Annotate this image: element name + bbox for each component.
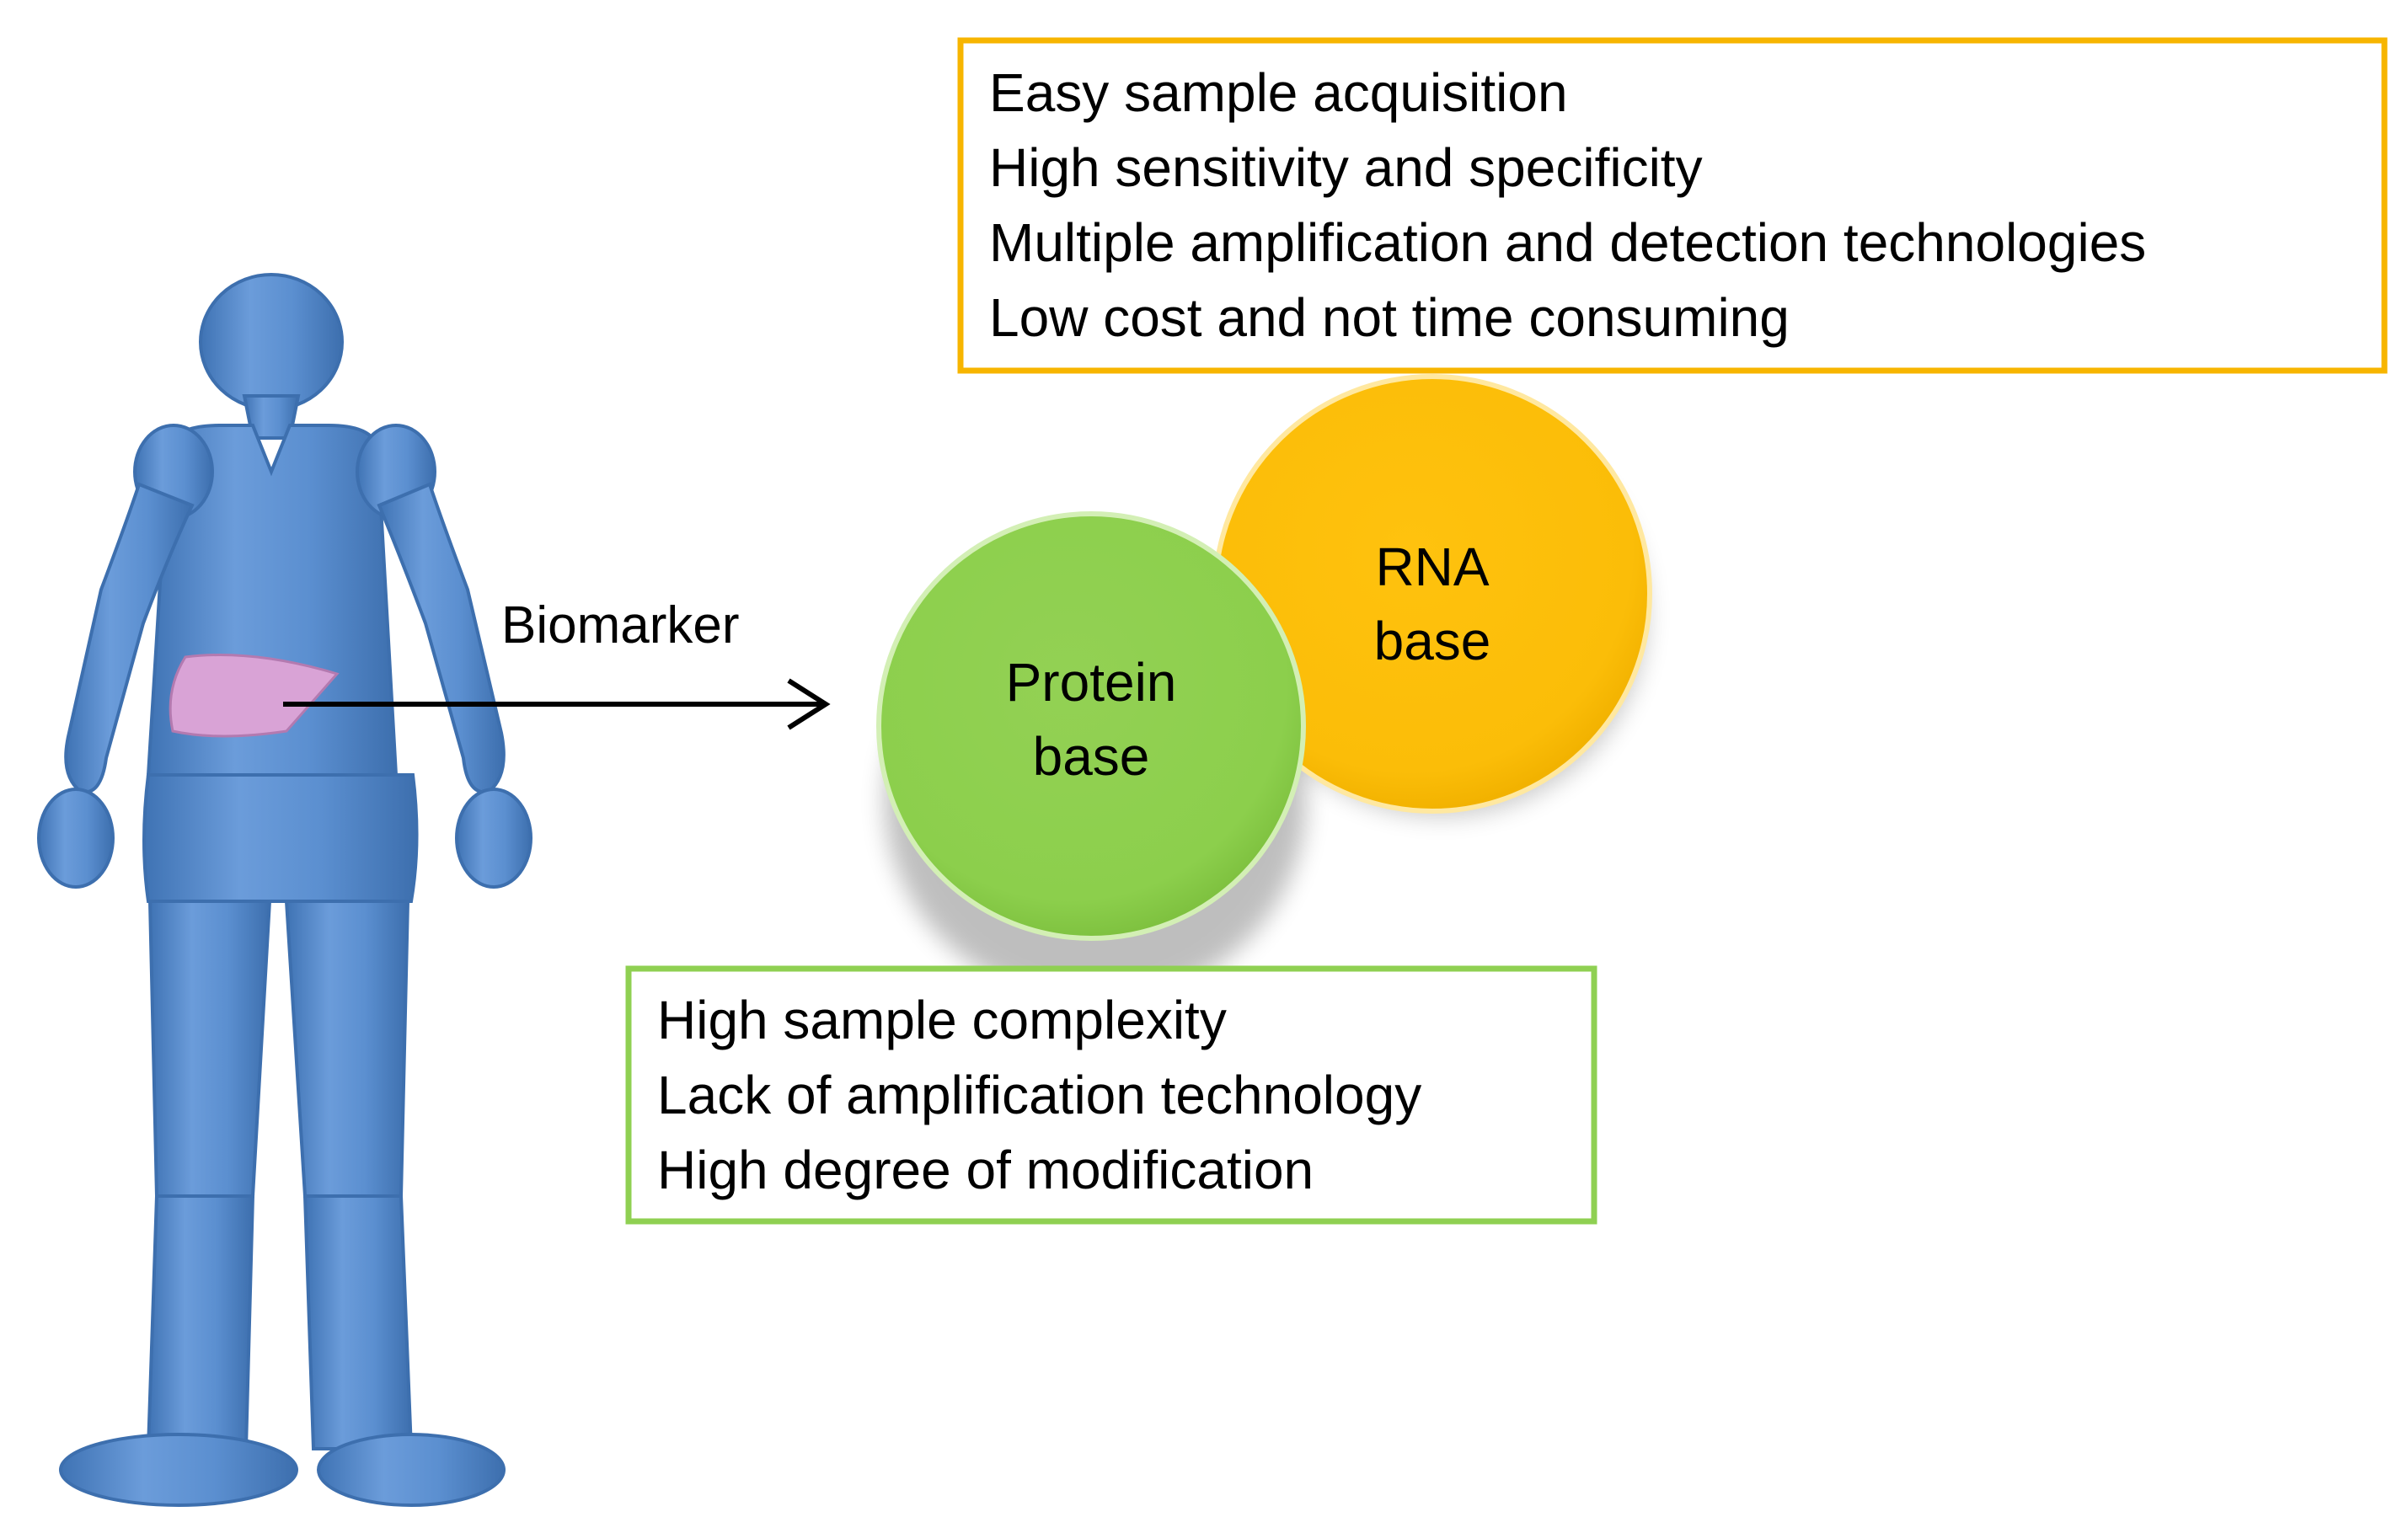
figure-left-hand [37, 788, 115, 889]
rna-property-1: Easy sample acquisition [989, 62, 1568, 123]
rna-property-2: High sensitivity and specificity [989, 137, 1703, 198]
protein-property-1: High sample complexity [657, 990, 1227, 1050]
protein-circle-label-line2: base [1033, 726, 1150, 787]
liver-organ-icon [169, 654, 340, 738]
figure-right-upper-leg [284, 900, 410, 1198]
figure-right-foot [317, 1433, 506, 1507]
biomarker-arrowhead-icon [787, 678, 831, 730]
figure-left-upper-leg [147, 900, 272, 1198]
figure-head [199, 273, 344, 411]
figure-left-foot [59, 1433, 298, 1507]
protein-property-3: High degree of modification [657, 1140, 1314, 1200]
protein-property-2: Lack of amplification technology [657, 1065, 1421, 1125]
human-figure-icon [37, 273, 532, 1507]
figure-right-arm [377, 482, 506, 794]
figure-hips [142, 773, 419, 903]
figure-left-lower-leg [146, 1194, 255, 1450]
figure-right-hand [455, 788, 532, 889]
rna-property-4: Low cost and not time consuming [989, 287, 1790, 348]
rna-property-3: Multiple amplification and detection tec… [989, 212, 2146, 273]
figure-right-lower-leg [302, 1194, 414, 1450]
rna-circle-label-line2: base [1374, 611, 1491, 671]
rna-circle-label-line1: RNA [1375, 537, 1489, 597]
protein-circle-label-line1: Protein [1006, 652, 1177, 713]
rna-properties-box [957, 37, 2388, 374]
biomarker-label: Biomarker [501, 596, 740, 654]
protein-base-circle [876, 511, 1306, 941]
protein-properties-box [625, 965, 1597, 1225]
